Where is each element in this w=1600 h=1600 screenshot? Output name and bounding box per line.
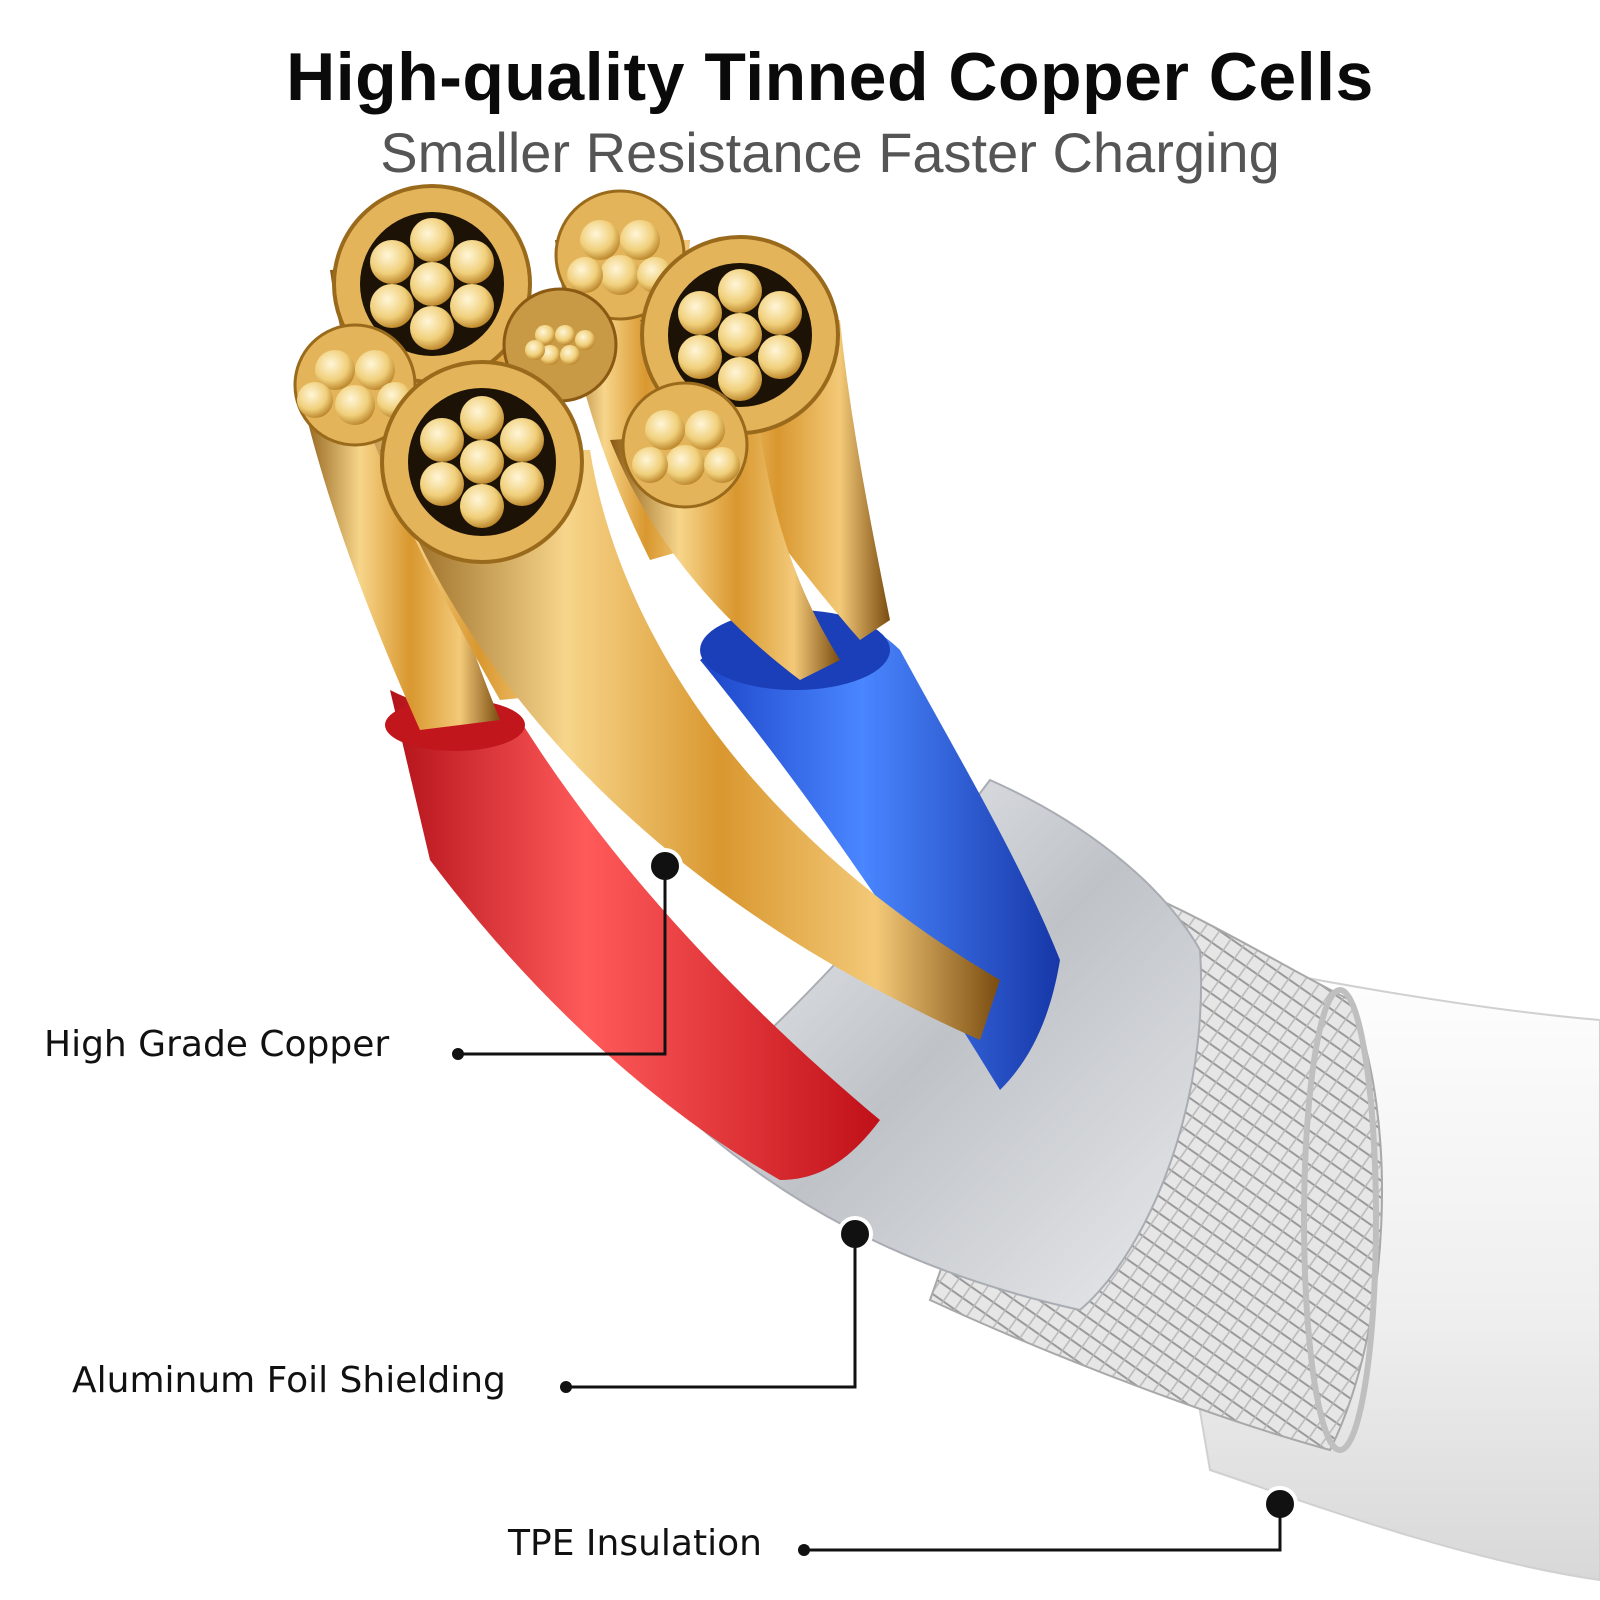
callout-label-tpe-insulation: TPE Insulation	[508, 1523, 762, 1564]
callout-label-aluminum-foil-shielding: Aluminum Foil Shielding	[72, 1360, 506, 1401]
callout-leader-copper	[452, 848, 683, 1060]
callout-leader-foil	[560, 1216, 873, 1393]
leader-endpoint	[452, 1048, 464, 1060]
strand-end-caps	[293, 184, 840, 564]
page-title: High-quality Tinned Copper Cells	[286, 39, 1374, 115]
callout-leader-tpe	[798, 1486, 1298, 1556]
strand-bundle-5	[380, 450, 1000, 1040]
strand-bundle-1	[300, 380, 500, 730]
leader-endpoint	[798, 1544, 810, 1556]
braid-rim	[1301, 987, 1379, 1453]
aluminum-foil-sleeve	[678, 778, 1203, 1312]
red-insulation	[390, 690, 880, 1180]
page-subtitle: Smaller Resistance Faster Charging	[380, 121, 1280, 184]
leader-endpoint	[560, 1381, 572, 1393]
callout-label-high-grade-copper: High Grade Copper	[44, 1024, 390, 1065]
